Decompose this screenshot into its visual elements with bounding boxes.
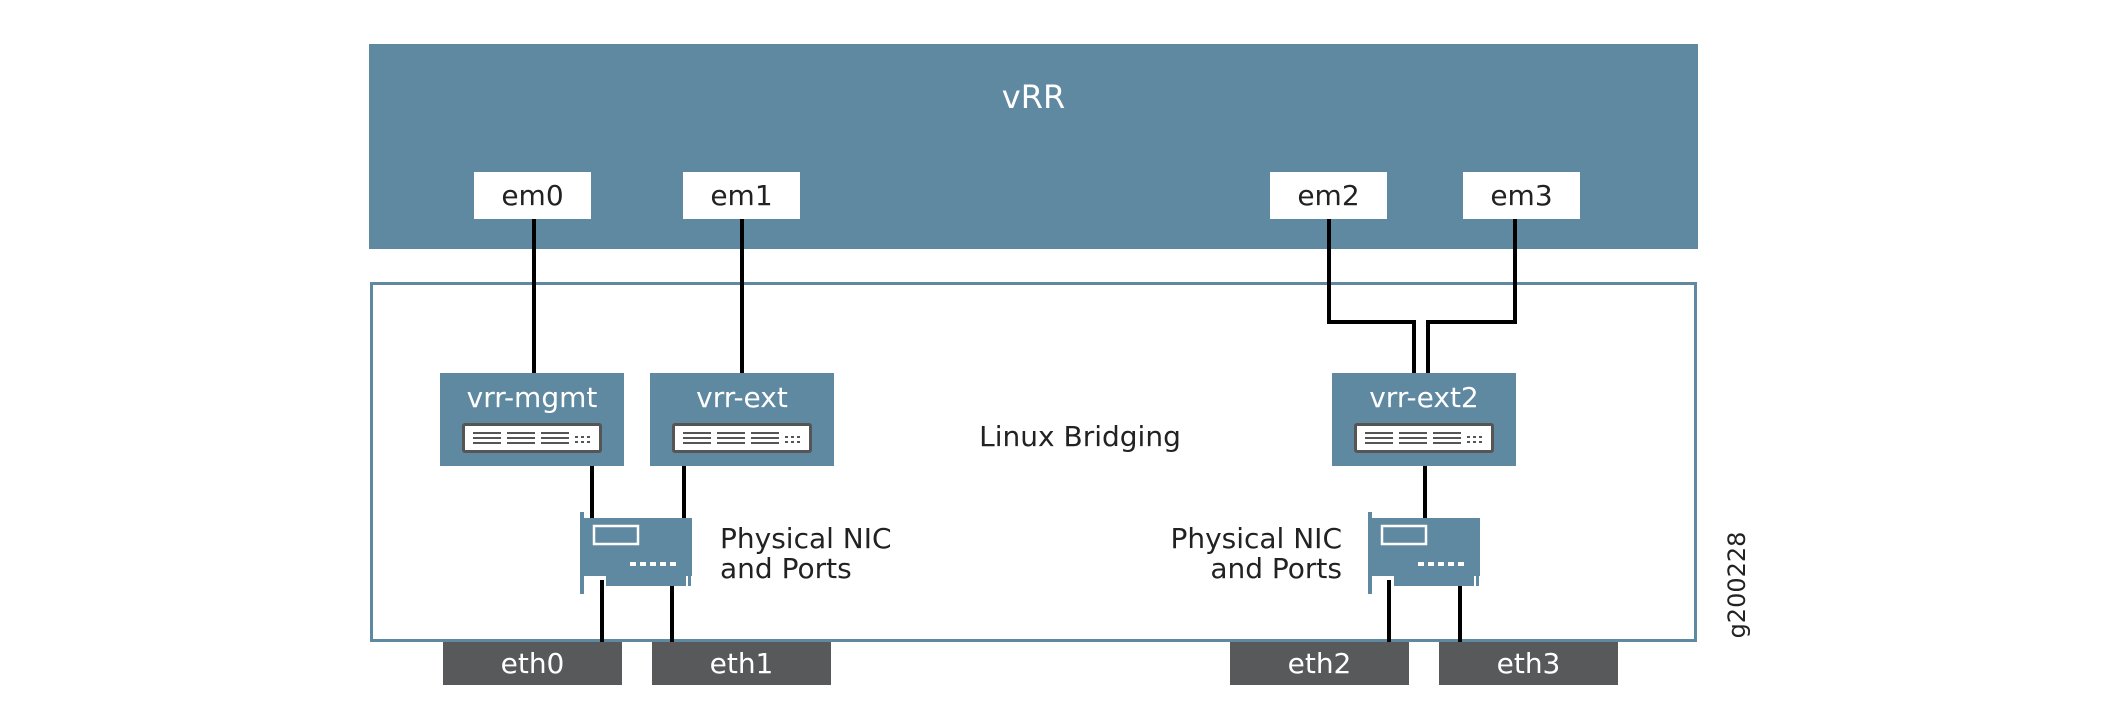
bridge-label: vrr-ext2: [1369, 381, 1479, 414]
nic-label-line2: and Ports: [1210, 552, 1342, 585]
port-eth1: eth1: [652, 642, 831, 685]
linux-bridging-label: Linux Bridging: [979, 420, 1181, 453]
linux-bridging-box: [370, 282, 1697, 642]
bridge-vrr-ext2: vrr-ext2: [1332, 373, 1516, 466]
figure-id-text: g200228: [1723, 531, 1751, 639]
figure-id: g200228: [1722, 530, 1752, 640]
nic-label-left: Physical NIC and Ports: [720, 524, 892, 584]
wire-em3-vrr-ext2: [1426, 219, 1517, 373]
bridge-label: vrr-ext: [696, 381, 788, 414]
vrr-title: vRR: [1001, 78, 1066, 116]
interface-em1: em1: [683, 172, 800, 219]
switch-icon: [462, 423, 602, 453]
switch-icon: [672, 423, 812, 453]
nic-label-line1: Physical NIC: [1170, 522, 1342, 555]
port-eth3: eth3: [1439, 642, 1618, 685]
port-eth2: eth2: [1230, 642, 1409, 685]
nic-label-line1: Physical NIC: [720, 522, 892, 555]
interface-em2: em2: [1270, 172, 1387, 219]
wire-em2-vrr-ext2: [1327, 219, 1416, 373]
nic-card-icon: [580, 512, 692, 594]
nic-label-right: Physical NIC and Ports: [1140, 524, 1342, 584]
bridge-label: vrr-mgmt: [466, 381, 598, 414]
nic-label-line2: and Ports: [720, 552, 852, 585]
switch-icon: [1354, 423, 1494, 453]
bridge-vrr-mgmt: vrr-mgmt: [440, 373, 624, 466]
port-eth0: eth0: [443, 642, 622, 685]
interface-em0: em0: [474, 172, 591, 219]
interface-em3: em3: [1463, 172, 1580, 219]
bridge-vrr-ext: vrr-ext: [650, 373, 834, 466]
nic-card-icon: [1368, 512, 1480, 594]
